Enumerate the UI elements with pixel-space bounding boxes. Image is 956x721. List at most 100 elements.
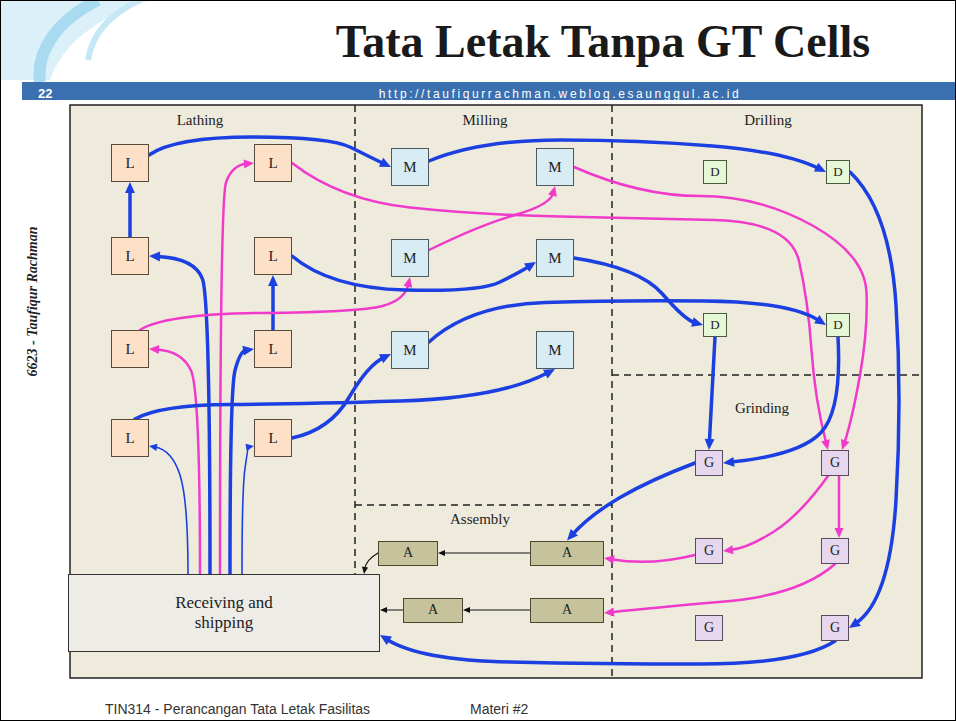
machine-label: G [830, 455, 840, 472]
flow-line [468, 609, 530, 610]
area-label-box: Drilling [744, 111, 792, 129]
material-footer: Materi #2 [470, 701, 528, 717]
department-divider [612, 374, 922, 376]
lathe-machine: L [254, 330, 292, 368]
area-label: Assembly [450, 511, 510, 528]
flow-arrow [429, 140, 826, 172]
flow-line [155, 447, 188, 574]
machine-label: A [562, 545, 572, 562]
arrow-head [524, 262, 536, 272]
area-label: Drilling [744, 112, 792, 129]
flow-arrow [140, 277, 412, 330]
department-area: DrillingDDDD [612, 105, 922, 375]
flow-line [730, 476, 828, 550]
assembly-station: A [403, 598, 463, 623]
arrow-head [705, 439, 715, 450]
flow-arrow [125, 182, 135, 237]
flow-line [271, 283, 275, 330]
flow-line [612, 564, 836, 612]
area-label: Milling [462, 112, 507, 129]
machine-label: M [548, 249, 561, 267]
machine-label: L [125, 154, 134, 172]
slide-number-box: 22 [38, 84, 54, 99]
area-label-box: Milling [462, 111, 507, 129]
arrow-head [723, 457, 735, 467]
flow-line [574, 167, 867, 443]
grinding-machine: G [821, 615, 849, 641]
arrow-head [604, 555, 615, 564]
flow-line [387, 639, 835, 664]
department-area: MillingMMMMMM [355, 105, 612, 505]
flow-arrow [149, 345, 200, 574]
milling-machine: M [391, 239, 429, 277]
milling-machine: M [536, 331, 574, 369]
machine-label: M [403, 341, 416, 359]
flow-line [443, 552, 530, 553]
machine-label: G [830, 620, 840, 637]
flow-arrow [567, 463, 695, 541]
arrow-head [380, 635, 392, 645]
slide-title: Tata Letak Tanpa GT Cells [336, 16, 870, 69]
arrow-head [246, 444, 255, 451]
flow-arrow [463, 607, 530, 613]
machine-label: M [403, 158, 416, 176]
arrow-head [438, 550, 445, 556]
machine-label: A [403, 545, 413, 562]
flow-line [429, 140, 819, 168]
department-divider [611, 105, 613, 678]
drill-machine: D [703, 160, 727, 184]
lathe-machine: L [111, 330, 149, 368]
lathe-machine: L [111, 144, 149, 182]
lathe-machine: L [111, 419, 149, 457]
lathe-machine: L [254, 144, 292, 182]
flow-line [731, 337, 838, 462]
assembly-station: A [530, 541, 604, 566]
machine-label: L [125, 429, 134, 447]
machine-label: A [428, 602, 438, 619]
flow-arrow [292, 354, 391, 438]
flow-arrow [149, 252, 210, 575]
arrow-head [821, 439, 830, 450]
flow-arrow [723, 337, 839, 467]
author-text-box: 6623 - Taufiqur Rachman [23, 224, 40, 376]
flow-line [157, 256, 210, 574]
arrow-head [379, 354, 391, 363]
department-area: AssemblyA A A A [355, 505, 612, 678]
arrow-head [244, 159, 254, 168]
machine-label: A [562, 602, 572, 619]
author-text: 6623 - Taufiqur Rachman [25, 226, 41, 376]
machine-label: G [704, 455, 714, 472]
arrow-head [543, 369, 555, 379]
flow-arrow [380, 607, 403, 613]
arrow-head [723, 545, 734, 554]
flow-line [709, 337, 715, 442]
flow-line [157, 350, 201, 575]
area-label: Lathing [177, 112, 224, 129]
receiving-shipping-area: Receiving and shipping [68, 574, 380, 652]
assembly-station: A [530, 598, 604, 623]
machine-label: L [268, 340, 277, 358]
grinding-machine: G [695, 538, 723, 564]
flow-arrow [723, 476, 828, 554]
machine-label: D [833, 317, 842, 333]
flow-line [140, 284, 408, 330]
flow-line [135, 373, 548, 419]
lathe-machine: L [111, 237, 149, 275]
url-text: http://taufiqurrachman.weblog.esaunggul.… [379, 88, 742, 102]
arrow-head [380, 607, 387, 613]
flow-line [429, 193, 553, 250]
flow-line [128, 190, 132, 237]
department-area: GrindingGGGGGG [612, 375, 922, 678]
flow-line [230, 350, 246, 574]
machine-label: M [403, 249, 416, 267]
flow-line [429, 301, 819, 342]
area-label-box: Assembly [450, 510, 510, 528]
flow-arrow [149, 444, 188, 574]
flow-arrow [242, 444, 254, 574]
machine-label: D [710, 317, 719, 333]
arrow-head [548, 186, 557, 197]
area-label: Grinding [735, 400, 789, 417]
drill-machine: D [826, 313, 850, 337]
